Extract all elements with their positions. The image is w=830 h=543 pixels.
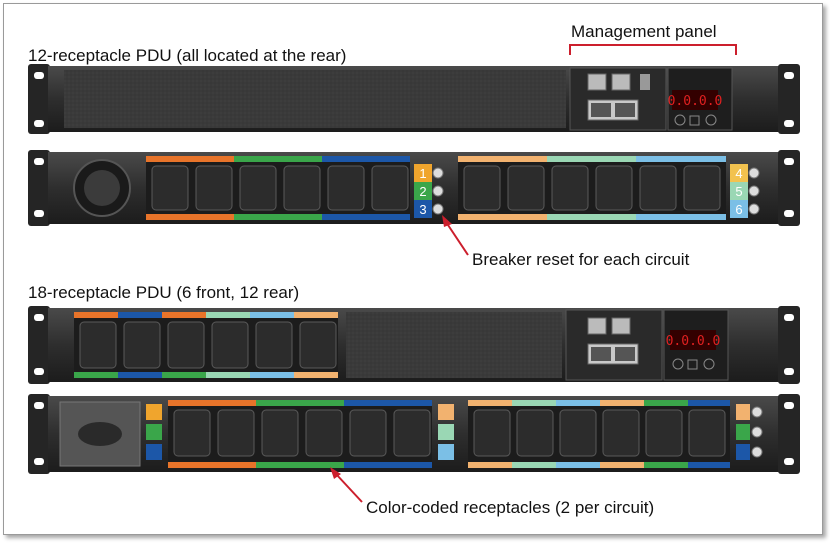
- pdu18-caption: 18-receptacle PDU (6 front, 12 rear): [28, 283, 300, 302]
- receptacle: [79, 321, 117, 369]
- receptacle: [551, 165, 589, 211]
- receptacle: [393, 409, 431, 457]
- breaker-label-1: 1: [419, 166, 426, 181]
- breaker-reset-button: [432, 167, 444, 179]
- receptacle: [167, 321, 205, 369]
- receptacle: [645, 409, 683, 457]
- breaker-label-6: 6: [735, 202, 742, 217]
- pdu18-front: 0.0.0.0: [28, 306, 800, 384]
- receptacle: [463, 165, 501, 211]
- receptacle: [688, 409, 726, 457]
- breaker-reset-callout: Breaker reset for each circuit: [472, 250, 690, 269]
- receptacle: [195, 165, 233, 211]
- receptacle: [507, 165, 545, 211]
- color-coded-arrow-line: [335, 473, 363, 503]
- ethernet-port: [587, 73, 607, 91]
- breaker-reset-button: [432, 203, 444, 215]
- breaker-reset-button: [748, 167, 760, 179]
- breaker-label-5: 5: [735, 184, 742, 199]
- receptacle: [305, 409, 343, 457]
- rack-ear-left: [28, 64, 50, 134]
- receptacle: [255, 321, 293, 369]
- management-bracket: [569, 44, 737, 55]
- receptacle: [595, 165, 633, 211]
- receptacle: [173, 409, 211, 457]
- ethernet-port: [611, 73, 631, 91]
- color-coded-callout: Color-coded receptacles (2 per circuit): [366, 498, 655, 517]
- receptacle: [371, 165, 409, 211]
- receptacle: [261, 409, 299, 457]
- receptacle: [639, 165, 677, 211]
- receptacle: [151, 165, 189, 211]
- pdu12-front: 0.0.0.0: [28, 64, 800, 134]
- pdu12-caption: 12-receptacle PDU (all located at the re…: [28, 46, 347, 65]
- pdu12-rear: 1 2 3 4 5 6: [28, 150, 800, 226]
- breaker-reset-button: [432, 185, 444, 197]
- led-readout: 0.0.0.0: [668, 94, 723, 109]
- receptacle: [211, 321, 249, 369]
- receptacle: [516, 409, 554, 457]
- receptacle: [349, 409, 387, 457]
- textured-panel: [64, 70, 566, 128]
- breaker-label-4: 4: [735, 166, 742, 181]
- led-readout: 0.0.0.0: [666, 334, 721, 349]
- pdu18-rear: [28, 394, 800, 474]
- receptacle: [559, 409, 597, 457]
- management-panel-callout: Management panel: [571, 22, 717, 41]
- breaker-label-3: 3: [419, 202, 426, 217]
- receptacle: [123, 321, 161, 369]
- receptacle: [602, 409, 640, 457]
- color-coded-arrow-head: [330, 467, 341, 479]
- breaker-reset-button: [748, 185, 760, 197]
- receptacle: [299, 321, 337, 369]
- receptacle: [217, 409, 255, 457]
- receptacle: [283, 165, 321, 211]
- led-display: [672, 90, 718, 110]
- breaker-reset-button: [748, 203, 760, 215]
- receptacle: [239, 165, 277, 211]
- receptacle: [683, 165, 721, 211]
- receptacle: [327, 165, 365, 211]
- breaker-arrow-head: [442, 215, 452, 227]
- receptacle: [473, 409, 511, 457]
- rack-ear-right: [778, 64, 800, 134]
- breaker-arrow-line: [445, 221, 469, 256]
- textured-panel: [346, 312, 562, 378]
- breaker-label-2: 2: [419, 184, 426, 199]
